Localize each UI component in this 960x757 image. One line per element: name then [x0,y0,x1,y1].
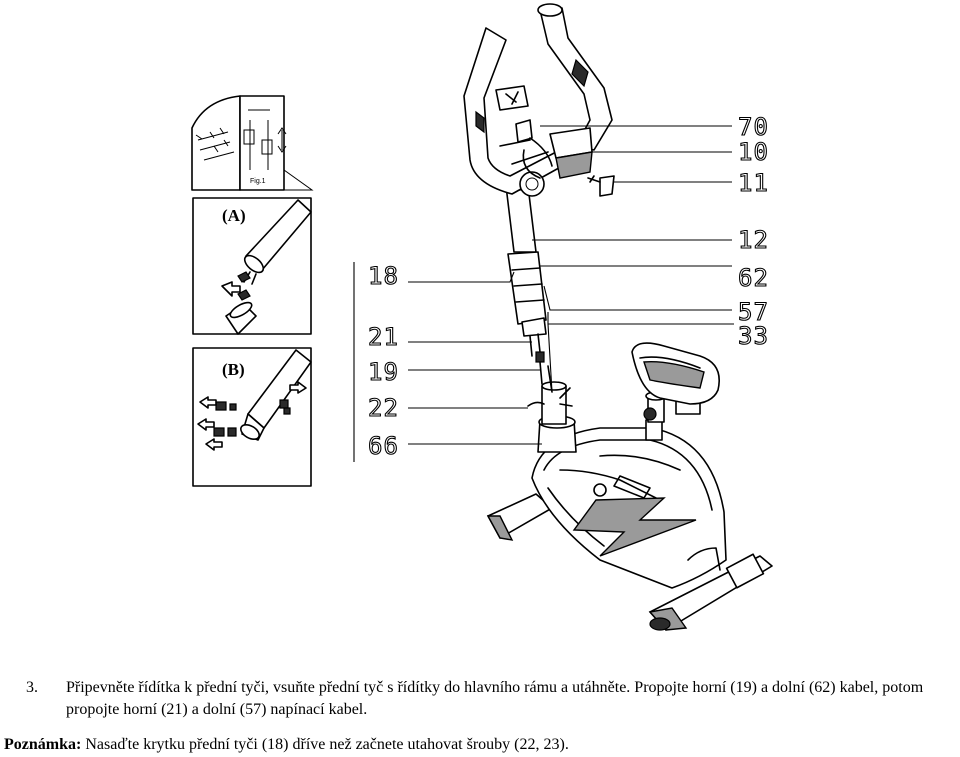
part-label-33: 33 [738,322,769,350]
step-number: 3. [26,679,38,696]
part-label-19: 19 [368,358,399,386]
part-label-57: 57 [738,298,769,326]
front-post [505,181,573,407]
part-label-22: 22 [368,394,399,422]
part-label-66: 66 [368,432,399,460]
part-labels: 70 10 11 12 62 57 33 18 21 19 22 66 [367,112,769,460]
inset-b: (B) [192,347,312,487]
leader-lines [353,125,734,462]
part-label-18: 18 [368,262,399,290]
part-label-11: 11 [738,169,769,197]
inset-b-label: (B) [222,360,245,379]
part-label-12: 12 [738,226,769,254]
note: Poznámka: Nasaďte krytku přední tyči (18… [4,735,954,755]
note-label: Poznámka: [4,736,82,753]
inset-a: (A) [192,197,312,335]
part-label-70: 70 [738,113,769,141]
handlebar [463,3,615,197]
part-label-62: 62 [738,264,769,292]
note-text: Nasaďte krytku přední tyči (18) dříve ne… [81,736,569,753]
step-text: Připevněte řídítka k přední tyči, vsuňte… [66,679,924,718]
inset-a-label: (A) [222,206,246,225]
part-label-10: 10 [738,138,769,166]
inset-fig1: Fig.1 [191,95,314,191]
assembly-drawing: Fig.1 (A) (B) [191,3,773,631]
part-label-21: 21 [368,323,399,351]
bike-frame [486,342,773,631]
instruction-step: 3. Připevněte řídítka k přední tyči, vsu… [26,677,956,721]
fig1-label: Fig.1 [250,178,266,185]
